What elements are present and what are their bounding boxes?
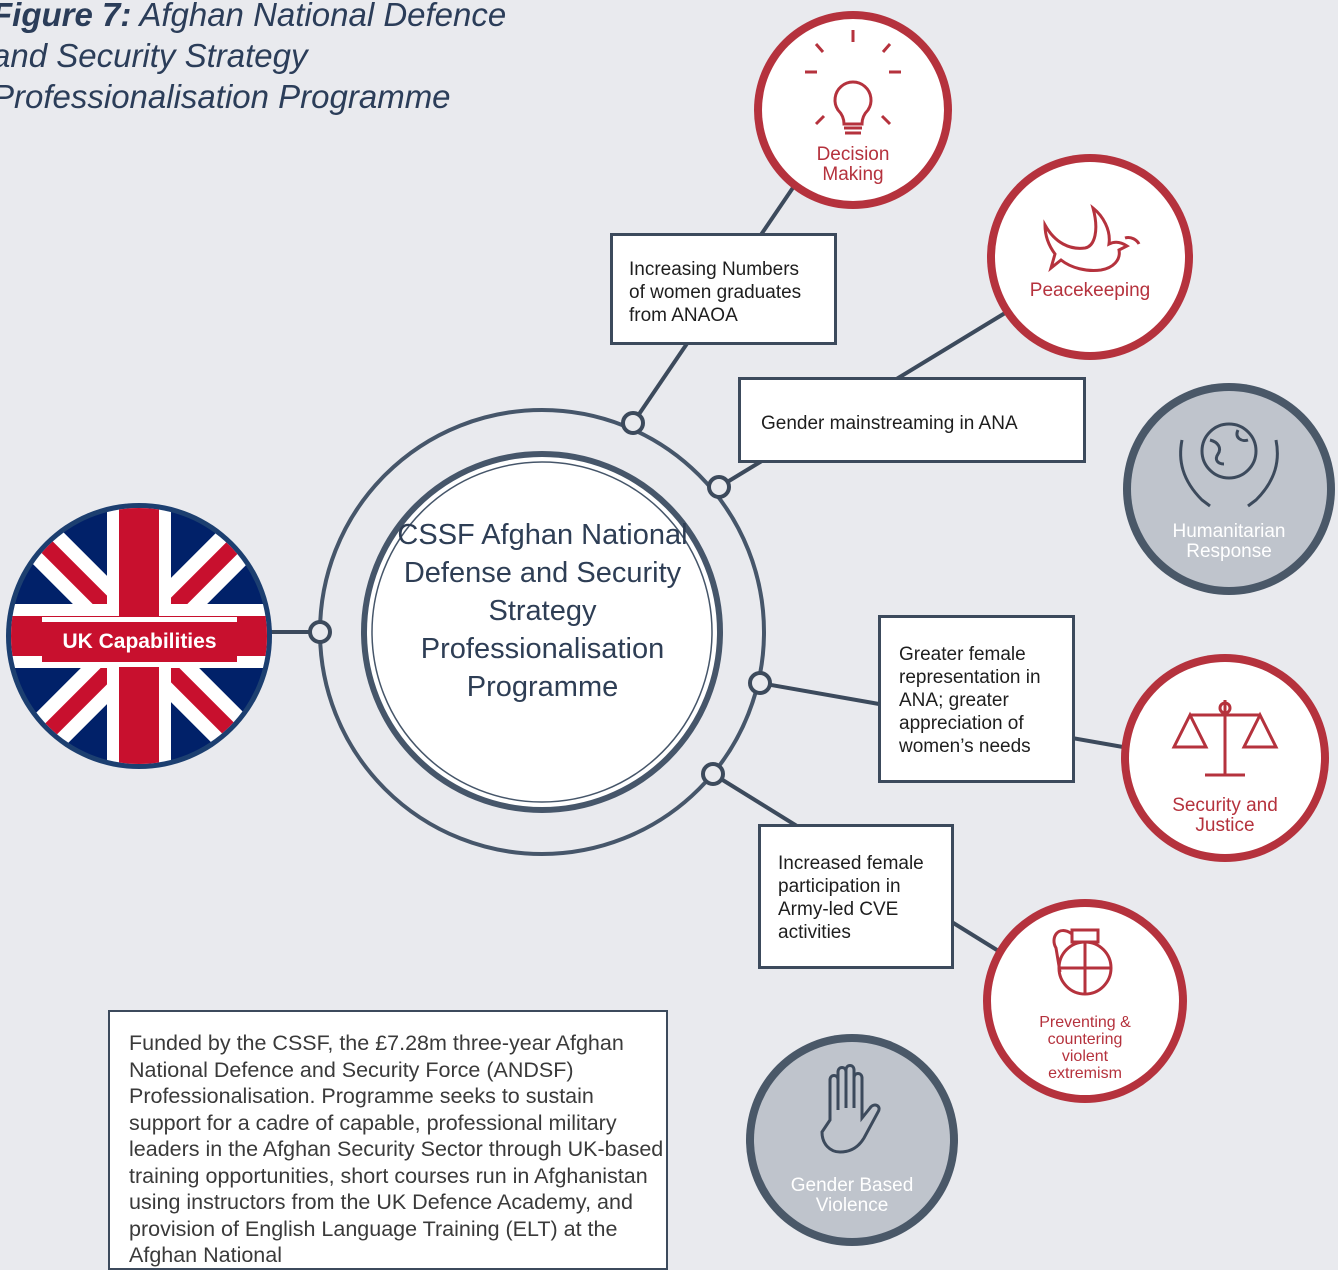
theme-humanitarian-response xyxy=(1123,383,1335,595)
scales-icon xyxy=(1171,700,1279,777)
outcome-box-representation: Greater female representation in ANA; gr… xyxy=(878,615,1075,783)
outcome-box-mainstreaming: Gender mainstreaming in ANA xyxy=(738,377,1086,463)
theme-gender-based-violence xyxy=(746,1034,958,1246)
junction-nodes xyxy=(308,411,772,786)
lightbulb-icon xyxy=(805,30,901,135)
center-circle-inner-line xyxy=(371,461,713,803)
junction-node xyxy=(308,620,332,644)
grenade-icon xyxy=(1052,928,1113,996)
description-panel: Funded by the CSSF, the £7.28m three-yea… xyxy=(108,1010,668,1270)
junction-node xyxy=(701,762,725,786)
theme-label-security-justice: Security and Justice xyxy=(1172,795,1278,836)
figure-title: Figure 7: Afghan National Defence and Se… xyxy=(0,0,512,117)
hand-icon xyxy=(820,1064,881,1154)
outcome-box-participation: Increased female participation in Army-l… xyxy=(758,824,954,969)
theme-cve xyxy=(983,899,1187,1103)
theme-label-peacekeeping: Peacekeeping xyxy=(1029,280,1151,301)
uk-capabilities-label: UK Capabilities xyxy=(42,617,237,667)
figure-title-text: Afghan National Defence and Security Str… xyxy=(0,0,507,115)
center-circle xyxy=(361,451,723,813)
theme-label-decision-making: Decision Making xyxy=(816,144,890,185)
theme-label-humanitarian: Humanitarian Response xyxy=(1172,521,1286,562)
center-label: CSSF Afghan National Defense and Securit… xyxy=(397,519,688,703)
figure-title-prefix: Figure 7: xyxy=(0,0,132,33)
dove-icon xyxy=(1043,203,1141,273)
theme-label-cve: Preventing & countering violent extremis… xyxy=(1039,1014,1131,1082)
theme-decision-making xyxy=(754,11,952,209)
outcome-box-numbers: Increasing Numbers of women graduates fr… xyxy=(610,233,837,345)
junction-node xyxy=(748,671,772,695)
junction-node xyxy=(707,475,731,499)
globe-hands-icon xyxy=(1179,422,1279,508)
junction-node xyxy=(621,411,645,435)
theme-label-gbv: Gender Based Violence xyxy=(790,1175,914,1216)
theme-security-justice xyxy=(1121,654,1329,862)
theme-peacekeeping xyxy=(987,154,1193,360)
